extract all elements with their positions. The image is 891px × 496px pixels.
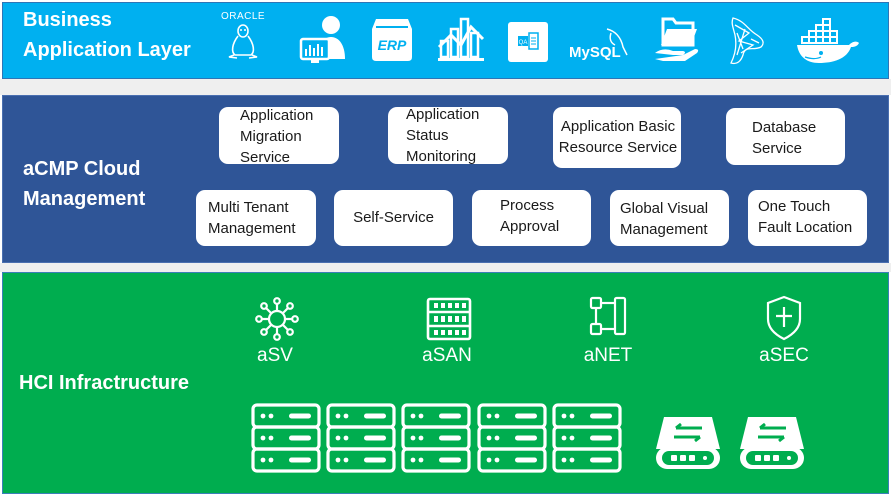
hci-infrastructure-layer: HCI Infractructure aSV [2,272,889,494]
title-line: Application Layer [23,39,191,61]
mysql-text: MySQL [569,44,621,61]
server-rack-icon [326,403,396,473]
qa-text: QA [519,40,528,46]
hci-title: HCI Infractructure [19,372,190,394]
service-multi-tenant-management[interactable]: Multi Tenant Management [196,190,316,246]
cloud-management-title: aCMP Cloud Management [23,154,145,214]
service-label: Management [208,220,296,237]
erp-icon: ERP [370,15,414,63]
server-rack-icon [251,403,321,473]
service-self-service[interactable]: Self-Service [334,190,453,246]
docker-icon [795,17,861,65]
service-application-status-monitoring[interactable]: Application Status Monitoring [388,107,508,164]
component-label-anet: aNET [583,345,633,366]
network-icon [589,296,629,338]
server-rack-icon [476,403,547,473]
analytics-chart-icon [437,15,485,63]
network-switch-icon [738,413,806,471]
mysql-icon: MySQL [567,25,637,63]
component-label-asv: aSV [257,345,293,366]
service-label: Management [620,221,708,238]
service-label: Fault Location [758,219,853,236]
layer-gap [0,263,891,272]
service-global-visual-management[interactable]: Global Visual Management [610,190,729,246]
layer-gap [0,79,891,95]
service-label: Application [240,107,314,124]
user-monitor-icon [299,15,349,67]
title-line: Business [23,9,112,31]
service-label: Migration [240,128,302,145]
title-line: aCMP Cloud [23,158,141,180]
service-label: Process [500,197,555,214]
qa-document-icon: QA [508,22,548,62]
service-label: Database [752,119,817,136]
service-label: Approval [500,218,560,235]
service-application-basic-resource[interactable]: Application Basic Resource Service [553,107,681,168]
service-label: Resource Service [558,139,678,156]
service-label: Status [406,127,449,144]
component-label-asan: aSAN [422,345,472,366]
security-shield-icon [764,295,804,341]
service-label: Application [406,107,480,123]
business-application-layer: Business Application Layer ORACLE [2,2,889,79]
oracle-linux-icon: ORACLE [215,11,271,63]
erp-text: ERP [378,37,407,53]
service-label: Multi Tenant [208,199,289,216]
service-label: One Touch [758,198,831,215]
service-label: Global Visual [620,200,709,217]
file-share-icon [653,15,701,65]
sql-server-icon [723,15,769,67]
acmp-cloud-management-layer: aCMP Cloud Management Application Migrat… [2,95,889,263]
service-label: Self-Service [353,209,434,226]
title-line: Management [23,188,146,210]
network-switch-icon [654,413,722,471]
virtualization-icon [255,297,299,341]
server-rack-icon [552,403,622,473]
oracle-text: ORACLE [220,11,266,22]
service-application-migration[interactable]: Application Migration Service [219,107,339,164]
service-label: Application Basic [560,118,676,135]
service-database[interactable]: Database Service [726,108,845,165]
service-label: Service [240,149,291,164]
component-label-asec: aSEC [759,345,809,366]
server-rack-icon [401,403,471,473]
service-label: Monitoring [406,148,477,164]
service-process-approval[interactable]: Process Approval [472,190,591,246]
storage-icon [426,297,472,341]
service-one-touch-fault-location[interactable]: One Touch Fault Location [748,190,867,246]
service-label: Service [752,140,803,157]
application-layer-title: Business Application Layer [23,5,191,65]
